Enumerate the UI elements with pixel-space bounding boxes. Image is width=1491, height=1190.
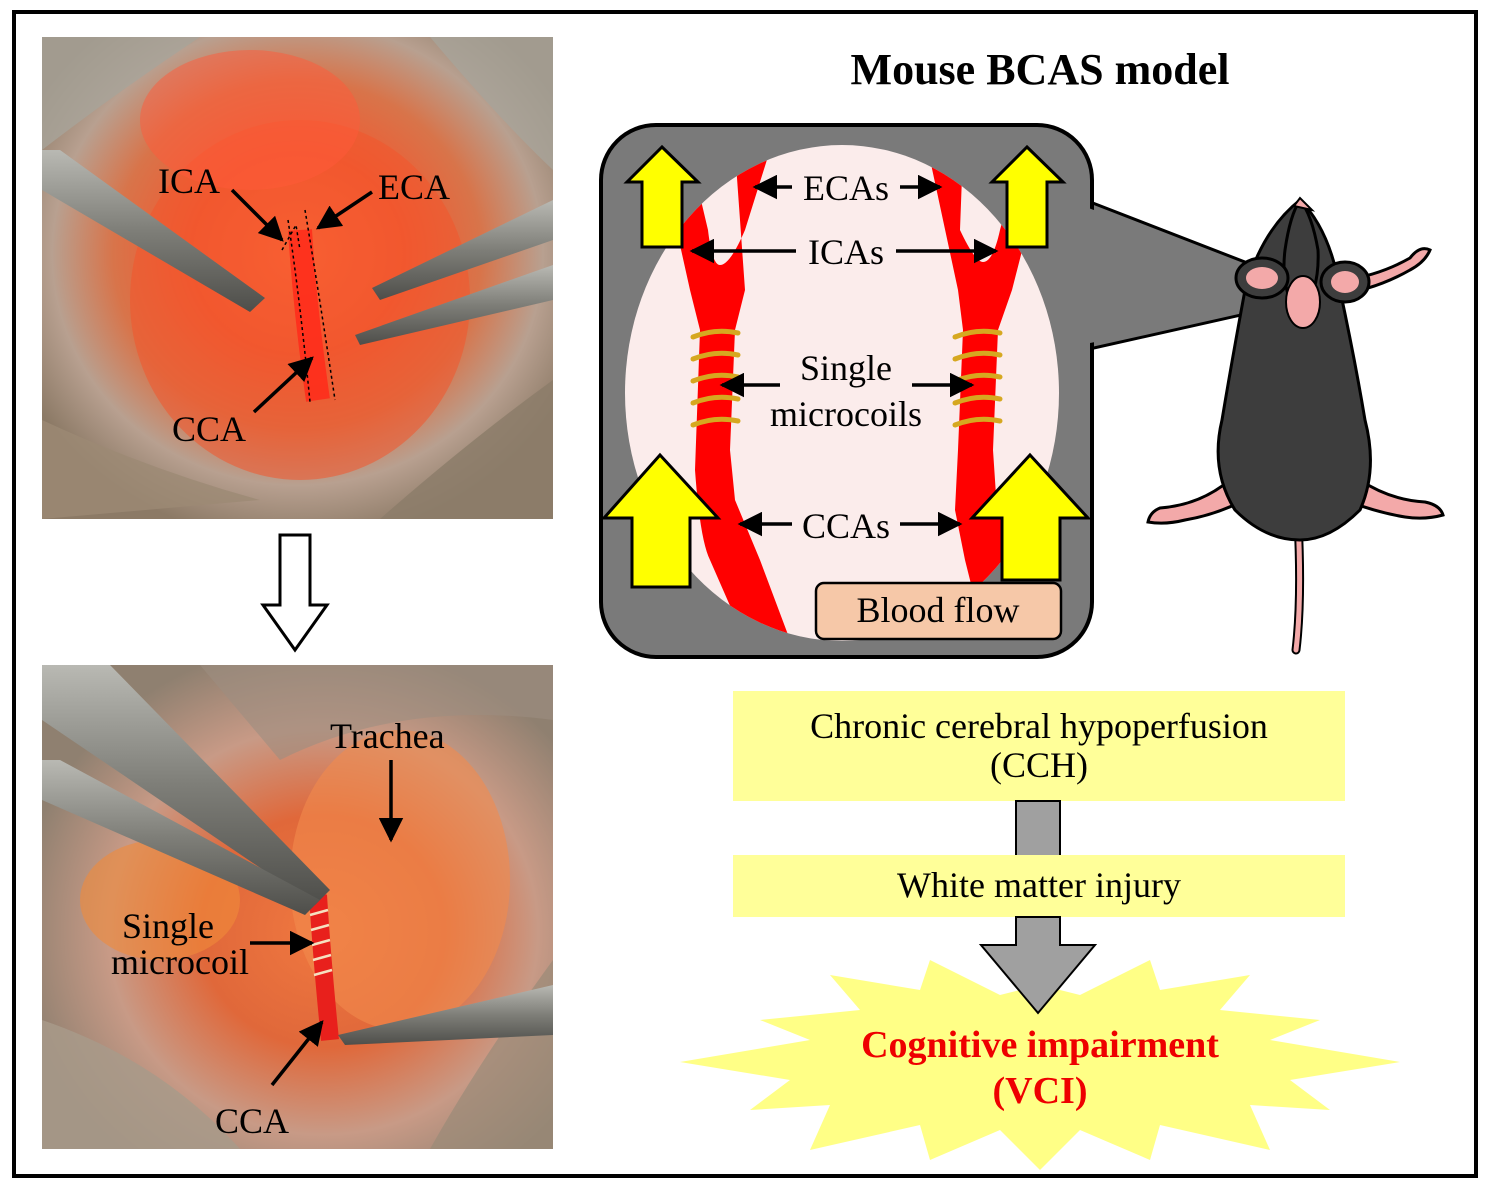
arrow-cca-top: [252, 356, 314, 414]
mouse-hind-right: [1342, 477, 1445, 520]
forceps-bottom-1: [42, 665, 330, 905]
arrow-ica: [230, 188, 284, 242]
connector-2-arrow: [978, 916, 1098, 1015]
arrow-cca-bottom: [270, 1020, 324, 1087]
label-coils-line2: microcoils: [770, 394, 922, 434]
label-coils-line1: Single: [800, 348, 892, 388]
flow-arrow-ica-left: [623, 144, 702, 249]
label-eca: ECA: [378, 167, 450, 207]
flow-arrow-cca-right: [968, 452, 1092, 582]
label-blood-flow: Blood flow: [856, 590, 1019, 630]
box-cch-line2: (CCH): [990, 745, 1088, 785]
label-ccas: CCAs: [802, 506, 890, 546]
label-cca-bottom: CCA: [215, 1101, 289, 1141]
result-line1: Cognitive impairment: [861, 1024, 1219, 1066]
label-coil-line1: Single: [122, 906, 214, 946]
box-white-matter: [733, 855, 1345, 917]
forceps-right-lower: [355, 265, 553, 345]
result-line2: (VCI): [993, 1070, 1088, 1112]
forceps-bottom-3: [338, 985, 553, 1045]
label-cca-top: CCA: [172, 409, 246, 449]
label-icas: ICAs: [808, 232, 884, 272]
label-trachea: Trachea: [330, 716, 445, 756]
label-ecas: ECAs: [803, 168, 889, 208]
flow-arrow-cca-left: [600, 452, 722, 589]
forceps-bottom-2: [42, 760, 320, 915]
arrow-eca: [315, 190, 373, 230]
forceps-left: [42, 150, 265, 312]
box-cch-line1: Chronic cerebral hypoperfusion: [810, 706, 1268, 746]
label-ica: ICA: [158, 161, 220, 201]
result-burst: [680, 960, 1400, 1170]
mouse-neck-incision: [1285, 275, 1321, 329]
process-down-arrow: [260, 533, 330, 653]
bcas-callout: ECAs ICAs Single microcoils CCAs Blood f…: [599, 123, 1336, 659]
mouse-hind-left: [1146, 477, 1248, 525]
flow-arrow-ica-right: [988, 144, 1067, 249]
connector-1: [1015, 800, 1061, 857]
model-title: Mouse BCAS model: [851, 45, 1230, 94]
blood-flow-legend: [814, 581, 1063, 641]
forceps-right-upper: [372, 200, 553, 300]
box-white-matter-text: White matter injury: [897, 865, 1181, 905]
box-cch: [733, 691, 1345, 801]
label-coil-line2: microcoil: [111, 942, 249, 982]
surgical-photo-before: [42, 37, 553, 519]
mouse-illustration: [1146, 196, 1445, 655]
surgical-photo-after: [42, 665, 553, 1149]
